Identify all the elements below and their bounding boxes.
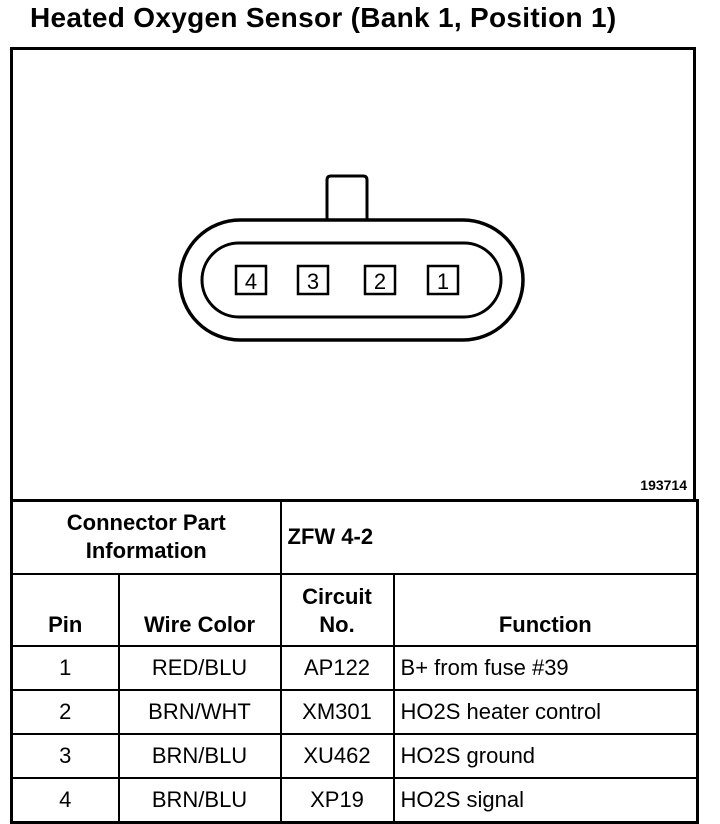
cell-function: B+ from fuse #39 <box>392 645 700 691</box>
header-wire-color: Wire Color <box>117 573 282 647</box>
pin-label: 4 <box>245 269 257 294</box>
header-circuit: Circuit No. <box>279 573 395 647</box>
cell-pin: 1 <box>10 645 120 691</box>
pin-cavity-3: 3 <box>296 264 330 296</box>
page-title: Heated Oxygen Sensor (Bank 1, Position 1… <box>30 2 617 33</box>
cell-function: HO2S signal <box>392 777 700 824</box>
table-row: 4 BRN/BLU XP19 HO2S signal <box>10 777 700 824</box>
cell-circuit: AP122 <box>279 645 395 691</box>
pinout-table: Connector Part Information ZFW 4-2 Pin W… <box>9 499 700 824</box>
connector-info-label: Connector Part Information <box>9 499 282 575</box>
cell-wire-color: BRN/BLU <box>117 777 282 824</box>
cell-pin: 4 <box>10 777 120 824</box>
cell-wire-color: BRN/WHT <box>117 689 282 735</box>
header-circuit-line2: No. <box>319 612 355 637</box>
pin-label: 3 <box>307 269 319 294</box>
cell-pin: 2 <box>10 689 120 735</box>
table-row: 1 RED/BLU AP122 B+ from fuse #39 <box>10 645 700 691</box>
connector-info-label-line2: Information <box>85 538 207 563</box>
connector-info-label-line1: Connector Part <box>66 510 226 535</box>
cell-wire-color: BRN/BLU <box>117 733 282 779</box>
pin-cavity-4: 4 <box>234 264 268 296</box>
cell-circuit: XU462 <box>279 733 395 779</box>
connector-info-row: Connector Part Information ZFW 4-2 <box>9 499 700 575</box>
pin-label: 1 <box>437 269 449 294</box>
header-pin: Pin <box>10 573 120 647</box>
connector-face: 4 3 2 1 <box>178 174 525 342</box>
cell-pin: 3 <box>10 733 120 779</box>
header-function: Function <box>392 573 700 647</box>
table-header-row: Pin Wire Color Circuit No. Function <box>10 573 700 647</box>
pin-cavity-2: 2 <box>363 264 397 296</box>
cell-function: HO2S ground <box>392 733 700 779</box>
cell-function: HO2S heater control <box>392 689 700 735</box>
pin-cavity-1: 1 <box>426 264 460 296</box>
table-row: 2 BRN/WHT XM301 HO2S heater control <box>10 689 700 735</box>
cell-circuit: XP19 <box>279 777 395 824</box>
connector-diagram: 4 3 2 1 193714 <box>10 47 696 502</box>
cell-wire-color: RED/BLU <box>117 645 282 691</box>
header-circuit-line1: Circuit <box>302 584 372 609</box>
cell-circuit: XM301 <box>279 689 395 735</box>
table-row: 3 BRN/BLU XU462 HO2S ground <box>10 733 700 779</box>
figure-id: 193714 <box>640 477 687 493</box>
pin-label: 2 <box>374 269 386 294</box>
connector-info-value: ZFW 4-2 <box>279 499 700 575</box>
